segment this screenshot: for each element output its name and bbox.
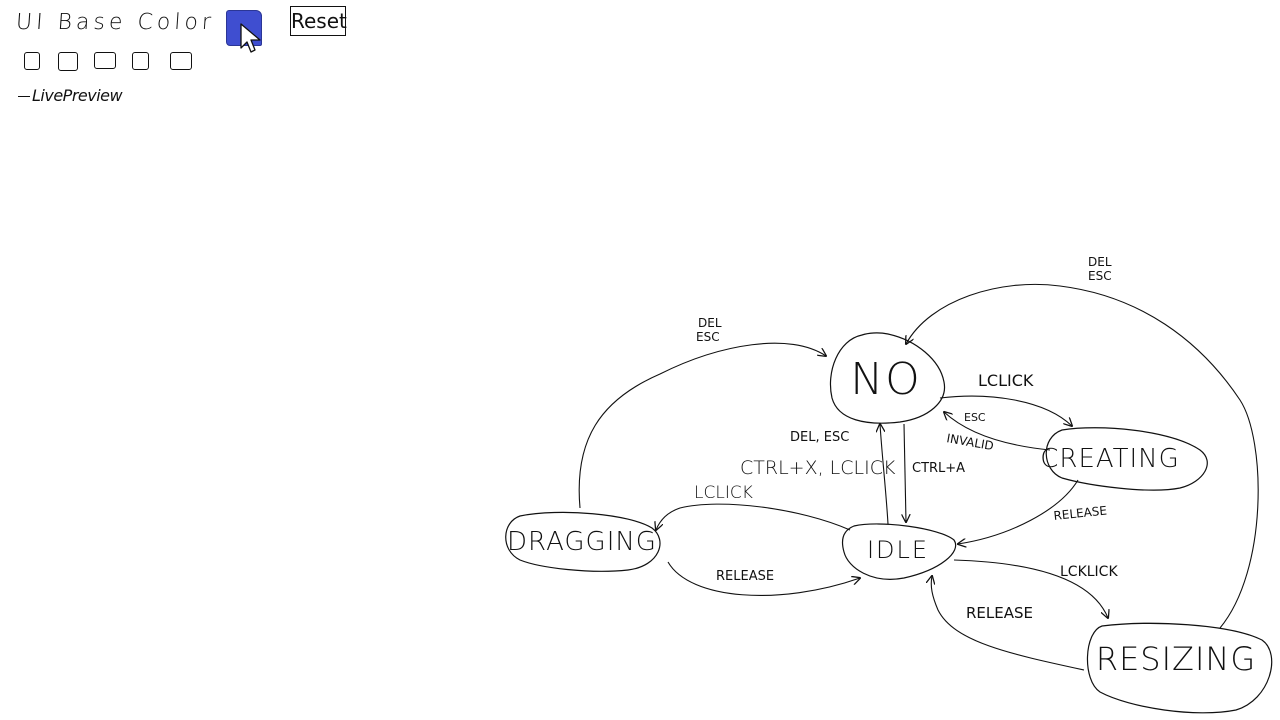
state-no-outline	[829, 332, 946, 424]
state-no: NO	[829, 332, 946, 424]
base-color-label: UI Base Color	[15, 10, 216, 35]
edge-no-to-creating	[939, 395, 1072, 426]
state-no-label: NO	[850, 354, 922, 405]
live-preview-toggle[interactable]: LivePreview	[18, 86, 123, 106]
live-preview-label: LivePreview	[32, 86, 123, 105]
edge-idle-to-no-label-1: DEL, ESC	[790, 430, 849, 445]
state-creating: CREATING	[1040, 427, 1208, 491]
edge-creating-to-no-esc-label: ESC	[964, 411, 986, 424]
state-idle: IDLE	[841, 523, 957, 580]
checkbox-5[interactable]	[170, 52, 192, 70]
edge-creating-to-idle	[958, 479, 1079, 544]
edge-no-to-idle	[904, 423, 906, 522]
edge-dragging-to-no-label-1: DEL	[698, 316, 722, 330]
edge-resizing-to-idle-label: RELEASE	[966, 604, 1033, 622]
state-dragging-label: DRAGGING	[507, 527, 657, 557]
edge-creating-to-idle-label: RELEASE	[1053, 503, 1108, 523]
edge-dragging-to-idle-label: RELEASE	[716, 569, 774, 584]
color-picker[interactable]	[224, 8, 264, 56]
edge-idle-to-resizing-label: LCKLICK	[1060, 564, 1118, 580]
state-creating-label: CREATING	[1040, 444, 1180, 474]
state-dragging-outline	[505, 511, 661, 572]
state-creating-outline	[1045, 427, 1208, 491]
state-resizing-outline	[1086, 622, 1273, 714]
reset-button[interactable]: Reset	[290, 6, 347, 36]
edge-no-to-idle-label: CTRL+A	[912, 461, 965, 476]
edge-dragging-to-idle	[667, 561, 860, 596]
edge-creating-to-no	[944, 412, 1051, 451]
edge-dragging-to-no-label-2: ESC	[696, 330, 720, 344]
edge-creating-to-no-invalid-label: INVALID	[945, 431, 994, 453]
edge-idle-to-resizing	[953, 559, 1108, 618]
state-dragging: DRAGGING	[505, 511, 661, 572]
edge-idle-to-dragging-label: LCLICK	[694, 483, 753, 503]
live-preview-dash	[18, 96, 30, 97]
checkbox-3[interactable]	[94, 52, 116, 69]
edge-idle-to-no	[880, 424, 889, 525]
checkbox-1[interactable]	[24, 52, 40, 70]
checkbox-4[interactable]	[132, 52, 149, 70]
edge-idle-to-dragging	[656, 503, 851, 530]
state-resizing-label: RESIZING	[1096, 640, 1256, 678]
edge-resizing-to-idle	[931, 576, 1085, 671]
edge-resizing-to-no	[906, 283, 1259, 629]
edge-resizing-to-no-label-1: DEL	[1088, 255, 1112, 269]
state-idle-label: IDLE	[867, 536, 929, 564]
state-idle-outline	[841, 523, 957, 580]
checkbox-2[interactable]	[58, 52, 78, 71]
edge-idle-to-no-label-2: CTRL+X, LCLICK	[740, 457, 896, 479]
edge-no-to-creating-label: LCLICK	[978, 371, 1034, 390]
state-resizing: RESIZING	[1086, 622, 1273, 714]
mouse-cursor-icon	[240, 23, 261, 53]
edge-resizing-to-no-label-2: ESC	[1088, 269, 1112, 283]
edge-dragging-to-no	[578, 342, 826, 509]
